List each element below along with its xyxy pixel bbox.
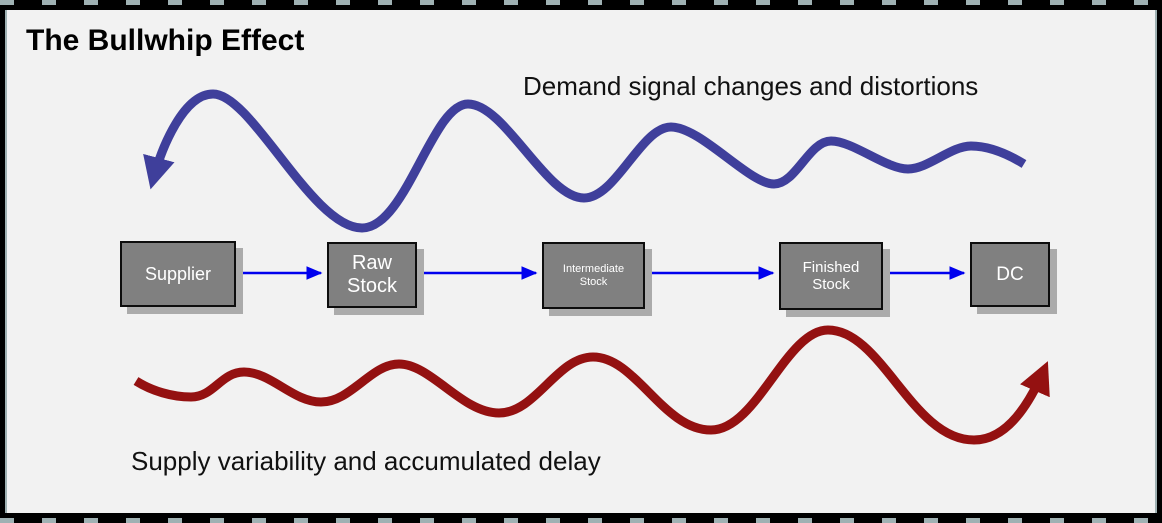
node-intermediate-stock: Intermediate Stock (542, 242, 645, 309)
demand-annotation: Demand signal changes and distortions (523, 71, 979, 101)
node-dc-label: DC (996, 263, 1024, 285)
bottom-dashed-border (0, 518, 1162, 523)
node-finished-stock: Finished Stock (779, 242, 883, 310)
node-raw-stock: Raw Stock (327, 242, 417, 308)
node-dc: DC (970, 242, 1050, 307)
supply-annotation: Supply variability and accumulated delay (131, 446, 601, 476)
left-frame-accent (5, 10, 7, 513)
node-finished-stock-label: Finished Stock (802, 258, 860, 293)
node-intermediate-stock-label: Intermediate Stock (562, 262, 625, 288)
node-supplier-label: Supplier (144, 263, 212, 284)
supply-wave (133, 325, 1050, 445)
node-raw-stock-label: Raw Stock (346, 252, 398, 297)
top-dashed-border (0, 0, 1162, 5)
demand-wave (143, 89, 1027, 233)
node-supplier: Supplier (120, 241, 236, 307)
right-frame-accent (1155, 10, 1157, 513)
slide-title: The Bullwhip Effect (26, 24, 305, 57)
